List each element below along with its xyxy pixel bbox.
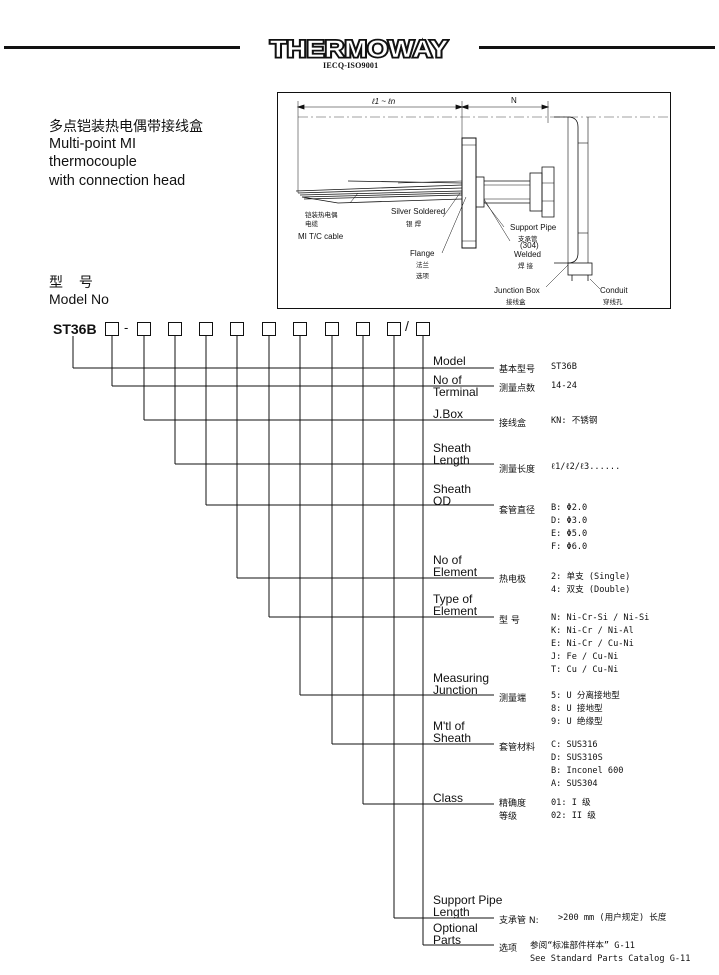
product-title-en-3: with connection head: [49, 173, 186, 189]
support-pipe-label: Support Pipe: [510, 223, 557, 232]
spec-label-support: Support Pipe Length: [433, 893, 503, 919]
spec-label-material: M'tl of Sheath: [433, 719, 472, 745]
spec-val-no-element-1: 2: 单支 (Single): [551, 572, 631, 582]
code-box-od: [199, 322, 213, 336]
spec-label-optional: Optional Parts: [433, 921, 478, 947]
cable-label-en: MI T/C cable: [298, 232, 344, 241]
spec-val-material-2: D: SUS310S: [551, 753, 603, 763]
spec-val-type-4: J: Fe / Cu-Ni: [551, 652, 619, 662]
spec-cn-terminal: 测量点数: [499, 384, 536, 394]
spec-val-material-1: C: SUS316: [551, 740, 598, 750]
welded-cn: 焊 接: [518, 262, 534, 270]
spec-label-od: Sheath OD: [433, 482, 472, 508]
spec-label-junction: Measuring Junction: [433, 671, 490, 697]
brand-logo: THERMOWAY THERMOWAY: [269, 36, 450, 62]
spec-val-model: ST36B: [551, 362, 577, 372]
junction-box-label: Junction Box: [494, 286, 540, 295]
spec-label-class: Class: [433, 791, 464, 805]
code-box-optional: [416, 322, 430, 336]
code-box-material: [325, 322, 339, 336]
spec-val-type-2: K: Ni-Cr / Ni-Al: [551, 626, 634, 636]
assembly-diagram: ℓ1 ~ ℓn N 铠装热电偶 电缆 MI T/C cable Silver S…: [277, 92, 671, 309]
spec-val-terminal: 14-24: [551, 381, 577, 391]
spec-val-od-2: D: Φ3.0: [551, 516, 588, 526]
spec-label-length: Sheath Length: [433, 441, 472, 467]
code-box-terminal: [105, 322, 119, 336]
flange-label-cn: 法兰: [416, 261, 429, 269]
footer-catalog-note: See Standard Parts Catalog G-11: [530, 954, 691, 964]
spec-cn-optional: 选项: [499, 944, 518, 954]
spec-val-type-3: E: Ni-Cr / Cu-Ni: [551, 639, 634, 649]
product-title-en-2: thermocouple: [49, 154, 137, 170]
model-code-prefix: ST36B: [53, 321, 97, 337]
spec-val-length: ℓ1/ℓ2/ℓ3......: [551, 462, 621, 472]
spec-val-optional: 参阅“标准部件样本” G-11: [530, 941, 635, 951]
header-rule-left: [4, 46, 240, 49]
spec-val-material-4: A: SUS304: [551, 779, 598, 789]
spec-cn-od: 套管直径: [499, 506, 536, 516]
silver-soldered-label: Silver Soldered: [391, 207, 446, 216]
header-rule-right: [479, 46, 715, 49]
spec-cn-length: 测量长度: [499, 465, 536, 475]
spec-val-class-1: 01: I 级: [551, 798, 591, 808]
spec-label-terminal: No of Terminal: [433, 373, 479, 399]
cable-label-cn: 铠装热电偶 电缆: [305, 211, 338, 228]
support-pipe-cn: 支承管: [518, 235, 538, 243]
code-separator: -: [124, 320, 129, 335]
spec-val-junction-3: 9: U 绝缘型: [551, 717, 603, 727]
spec-val-material-3: B: Inconel 600: [551, 766, 624, 776]
code-box-junction: [293, 322, 307, 336]
spec-cn-material: 套管材料: [499, 743, 536, 753]
spec-label-model: Model: [433, 354, 466, 368]
flange-label: Flange: [410, 249, 435, 258]
conduit-cn: 穿线孔: [603, 298, 623, 306]
model-label-en: Model No: [49, 291, 109, 307]
spec-val-jbox: KN: 不锈钢: [551, 416, 598, 426]
spec-val-no-element-2: 4: 双支 (Double): [551, 585, 631, 595]
spec-cn-jbox: 接线盒: [499, 419, 527, 429]
spec-cn-junction: 测量端: [499, 694, 527, 704]
spec-val-od-1: B: Φ2.0: [551, 503, 588, 513]
certification-text: IECQ-ISO9001: [323, 61, 379, 70]
spec-cn-type: 型 号: [499, 616, 520, 626]
spec-label-jbox: J.Box: [433, 407, 464, 421]
junction-box-cn: 接线盒: [506, 298, 526, 306]
spec-val-type-1: N: Ni-Cr-Si / Ni-Si: [551, 613, 650, 623]
conduit-label: Conduit: [600, 286, 628, 295]
product-title-cn: 多点铠装热电偶带接线盒: [49, 118, 203, 134]
product-title-en-1: Multi-point MI: [49, 136, 137, 152]
dim-length-label: ℓ1 ~ ℓn: [372, 97, 396, 106]
spec-label-no-element: No of Element: [433, 553, 478, 579]
spec-cn-class: 精确度 等级: [499, 799, 527, 822]
flange-option-cn: 选项: [416, 272, 429, 280]
welded-label: Welded: [514, 250, 541, 259]
spec-val-support: >200 mm (用户规定) 长度: [558, 913, 667, 923]
diagram-drawing: [295, 101, 668, 290]
brand-text: THERMOWAY: [270, 36, 448, 62]
spec-val-type-5: T: Cu / Cu-Ni: [551, 665, 619, 675]
spec-val-od-3: E: Φ5.0: [551, 529, 588, 539]
code-box-class: [356, 322, 370, 336]
code-box-no-element: [230, 322, 244, 336]
code-box-type: [262, 322, 276, 336]
code-box-jbox: [137, 322, 151, 336]
silver-soldered-cn: 银 焊: [406, 220, 422, 228]
spec-val-class-2: 02: II 级: [551, 811, 596, 821]
spec-cn-no-element: 热电极: [499, 575, 527, 585]
model-label-cn: 型 号: [49, 274, 99, 290]
spec-cn-model: 基本型号: [499, 365, 536, 375]
spec-cn-support: 支承管 N:: [499, 916, 539, 926]
code-box-support: [387, 322, 401, 336]
spec-val-od-4: F: Φ6.0: [551, 542, 588, 552]
spec-val-junction-1: 5: U 分离接地型: [551, 691, 620, 701]
spec-val-junction-2: 8: U 接地型: [551, 704, 603, 714]
code-slash: /: [405, 318, 409, 334]
dim-n-label: N: [511, 96, 517, 105]
spec-label-type: Type of Element: [433, 592, 478, 618]
brand-text-inner: THERMOWAY: [270, 36, 448, 62]
code-box-length: [168, 322, 182, 336]
support-pipe-code: (304): [520, 241, 539, 250]
